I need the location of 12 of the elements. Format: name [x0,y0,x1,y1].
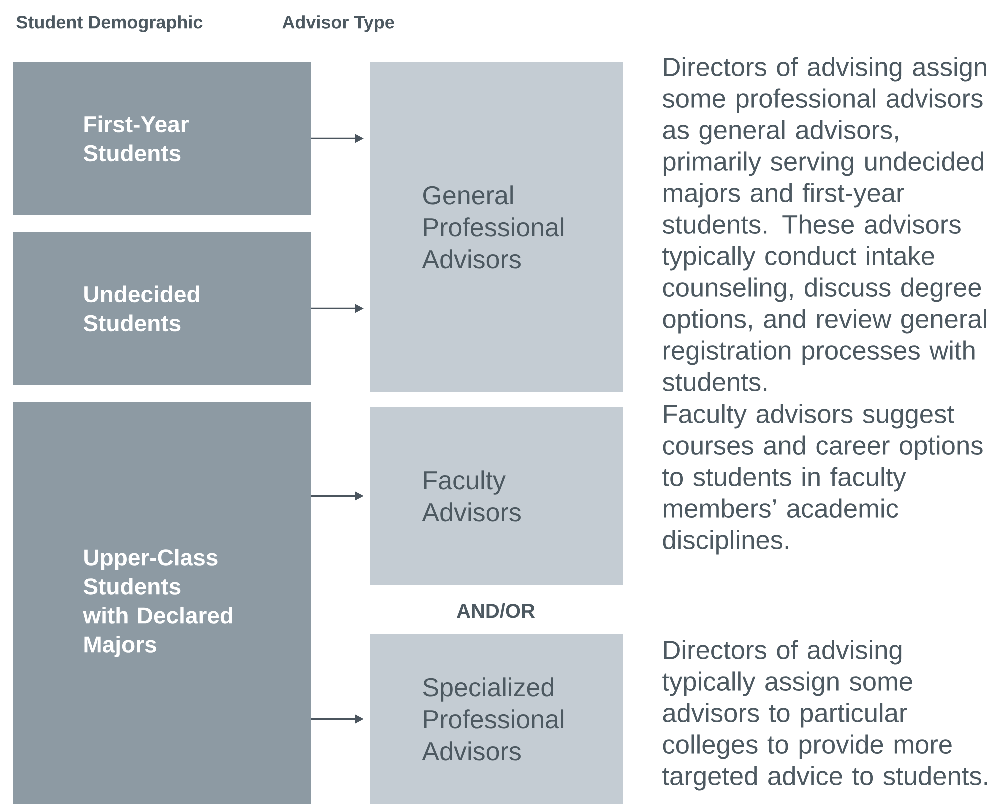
description-text: Directors of advising typically assign some advisors to particular colleges to provide more targeted advice to students. [662,640,988,791]
column-heading: Advisor Type [282,16,394,32]
category-box: Upper-Class Students with Declared Majors [13,402,312,804]
advisor-box: Specialized Professional Advisors [370,634,624,804]
description-text: Directors of advising assign some professional advisors as general advisors, primarily serving undecided majors and first-year students. These advisors typically conduct intake counseling, discuss degree options, and review general registration processes with students. [662,57,986,392]
column-heading: Student Demographic [16,16,203,32]
description-text: Faculty advisors suggest courses and career options to students in faculty members’ academic disciplines. [662,404,983,555]
advisor-box: General Professional Advisors [370,62,624,392]
category-box: Undecided Students [13,232,312,386]
advisor-box: Faculty Advisors [370,407,624,586]
connector-word: AND/OR [457,604,536,618]
category-box: First-Year Students [13,62,312,216]
